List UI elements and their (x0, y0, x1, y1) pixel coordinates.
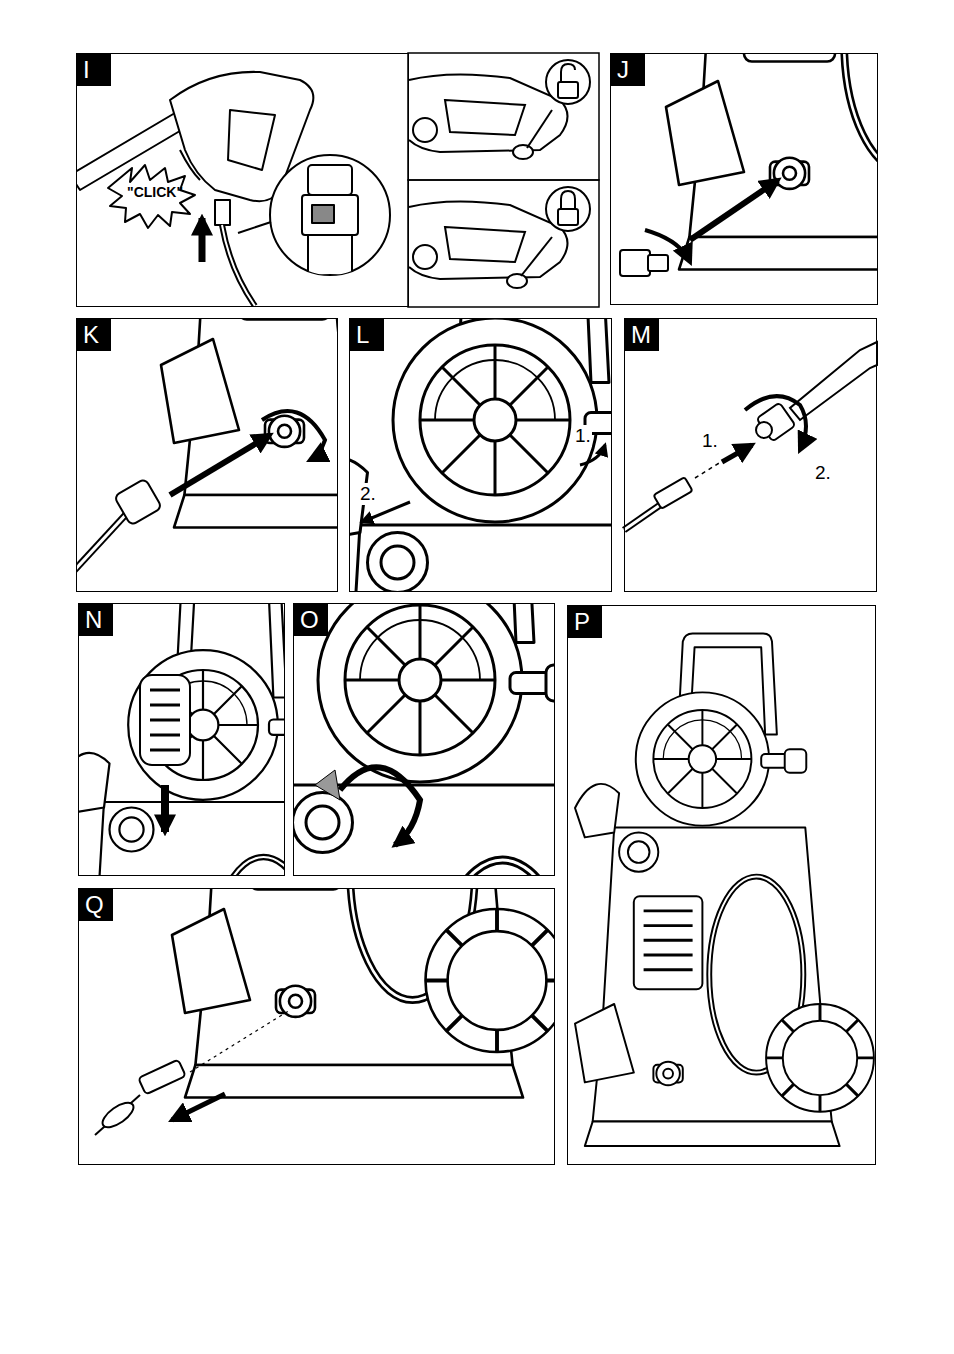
figure-panel: M 1. 2. (624, 318, 877, 592)
step-number: 2. (814, 462, 832, 484)
figure-panel: N (78, 603, 285, 876)
panel-letter: P (568, 606, 602, 638)
step-number: 1. (701, 430, 719, 452)
callout-text: "CLICK" (127, 184, 183, 200)
step-number: 1. (574, 425, 592, 447)
figure-panel: K (76, 318, 338, 592)
panel-letter: Q (79, 889, 113, 921)
figure-panel: L 1. 2. (349, 318, 612, 592)
panel-letter: M (625, 319, 659, 351)
figure-panel: P (567, 605, 876, 1165)
panel-letter: O (294, 604, 328, 636)
figure-panel: J (610, 53, 878, 305)
panel-letter: L (350, 319, 384, 351)
panel-letter: K (77, 319, 111, 351)
figure-panel: I "CLICK" (76, 53, 409, 307)
panel-letter: N (79, 604, 113, 636)
panel-letter: J (611, 54, 645, 86)
figure-panel: O (293, 603, 555, 876)
step-number: 2. (359, 483, 377, 505)
panel-letter: I (77, 54, 111, 86)
figure-panel: Q (78, 888, 555, 1165)
